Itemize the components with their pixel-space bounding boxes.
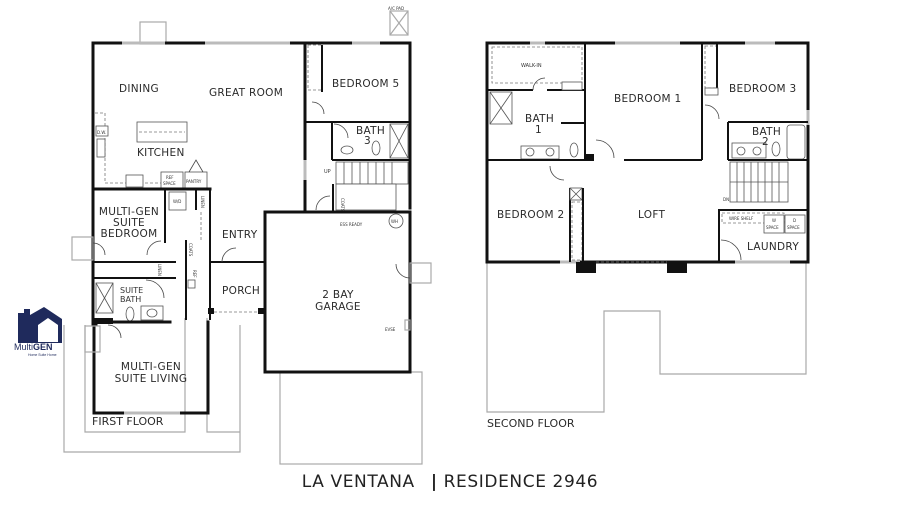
bedroom5-label: BEDROOM 5 xyxy=(332,78,400,90)
garage-label-1: 2 BAY xyxy=(322,289,354,301)
wd-label: W/D xyxy=(173,199,181,204)
garage-label-2: GARAGE xyxy=(315,301,361,313)
porch-label: PORCH xyxy=(222,285,260,297)
multigen-brand-bold: GEN xyxy=(33,342,53,352)
entry-label: ENTRY xyxy=(222,229,258,241)
bath1-label-1: BATH xyxy=(525,113,554,125)
bath2-toilet xyxy=(771,141,781,157)
walk-in-shelving xyxy=(491,46,583,84)
suite-bath-label-2: BATH xyxy=(120,295,141,304)
coats-label-stair: COATS xyxy=(340,198,345,212)
up-label: UP xyxy=(324,169,331,175)
community-name: LA VENTANA xyxy=(301,472,415,492)
walk-outline xyxy=(206,318,240,433)
washer-space xyxy=(763,214,785,234)
kitchen-sink xyxy=(96,138,106,158)
roof-outline xyxy=(486,262,807,413)
suite-bedroom-label-1: MULTI-GEN xyxy=(99,206,159,218)
second-floor-label: SECOND FLOOR xyxy=(487,417,575,430)
suite-living-label-2: SUITE LIVING xyxy=(115,373,188,385)
first-floor-label: FIRST FLOOR xyxy=(92,415,164,428)
site-outline-left xyxy=(63,325,241,453)
multigen-tagline: Home Suite Home xyxy=(28,353,57,357)
dw-label: D.W. xyxy=(97,130,106,135)
bed5-closet xyxy=(307,44,323,91)
plan-title: LA VENTANA |RESIDENCE 2946 xyxy=(0,472,900,492)
washer-dryer xyxy=(168,191,187,211)
loft-label: LOFT xyxy=(638,209,665,221)
ref-space-label-utility: REF xyxy=(192,270,197,278)
linen-label-1: LINEN xyxy=(200,196,205,208)
patio-outline xyxy=(84,318,186,433)
dishwasher xyxy=(95,125,109,137)
suite-bath-label-1: SUITE xyxy=(120,286,143,295)
pantry-label: PANTRY xyxy=(186,179,202,184)
driveway-outline xyxy=(279,371,423,465)
ac-pad-box xyxy=(389,10,409,36)
d-space-label-1: D xyxy=(793,218,796,223)
ref-space-label-2: SPACE xyxy=(163,181,176,186)
ref-space-label-1: REF xyxy=(166,175,174,180)
d-space-label-2: SPACE xyxy=(787,225,800,230)
first-floor-plan: A/C PAD xyxy=(63,6,432,465)
kitchen-label: KITCHEN xyxy=(137,147,185,159)
second-floor-stairs xyxy=(729,161,789,203)
bath2-tub xyxy=(786,124,806,160)
dn-label: DN xyxy=(723,197,729,202)
ess-ready-label: ESS READY xyxy=(340,222,363,227)
evse-label: EVSE xyxy=(385,327,396,332)
w-space-label-2: SPACE xyxy=(766,225,779,230)
suite-living-label-1: MULTI-GEN xyxy=(121,361,181,373)
suite-bedroom-label-2: SUITE xyxy=(113,217,145,229)
bath3-label-1: BATH xyxy=(356,125,385,137)
bath1-toilet xyxy=(569,142,579,158)
multigen-logo-icon xyxy=(18,307,62,343)
bedroom2-label: BEDROOM 2 xyxy=(497,209,565,221)
bedroom1-label: BEDROOM 1 xyxy=(614,93,682,105)
suite-bedroom-label-3: BEDROOM xyxy=(101,228,158,240)
bath3-label-2: 3 xyxy=(364,135,371,147)
w-space-label-1: W xyxy=(772,218,776,223)
cooktop xyxy=(125,174,144,188)
chimney-outline xyxy=(139,21,167,45)
garage-walls xyxy=(263,210,412,374)
bath3-sink xyxy=(340,145,354,155)
laundry-label: LAUNDRY xyxy=(747,241,799,253)
title-separator: | xyxy=(430,472,438,492)
coats-label-entry: COATS xyxy=(188,243,193,257)
dining-label: DINING xyxy=(119,83,159,95)
wh-label: WH xyxy=(391,219,398,224)
second-floor-plan: DN WIRE SHELF W SPACE D SPACE WALK-IN BE… xyxy=(485,41,810,430)
bedroom3-label: BEDROOM 3 xyxy=(729,83,797,95)
water-heater xyxy=(388,213,404,229)
bath2-label-2: 2 xyxy=(762,136,769,148)
linen-label-2: LINEN xyxy=(157,264,162,276)
bath3-toilet xyxy=(371,140,381,156)
bath2-label-1: BATH xyxy=(752,126,781,138)
first-floor-stairs xyxy=(335,161,409,211)
multigen-brand-light: Multi xyxy=(14,342,34,352)
west-wall xyxy=(91,41,98,327)
multigen-brand: MultiGEN xyxy=(14,342,53,352)
ac-pad-label: A/C PAD xyxy=(388,6,404,11)
dryer-space xyxy=(784,214,806,234)
walk-in-label: WALK-IN xyxy=(521,63,542,69)
great-room-label: GREAT ROOM xyxy=(209,87,283,99)
residence-name: RESIDENCE 2946 xyxy=(443,472,599,492)
bath1-label-2: 1 xyxy=(535,124,542,136)
wire-shelf-label: WIRE SHELF xyxy=(729,216,754,221)
suite-bath-toilet xyxy=(125,306,135,322)
